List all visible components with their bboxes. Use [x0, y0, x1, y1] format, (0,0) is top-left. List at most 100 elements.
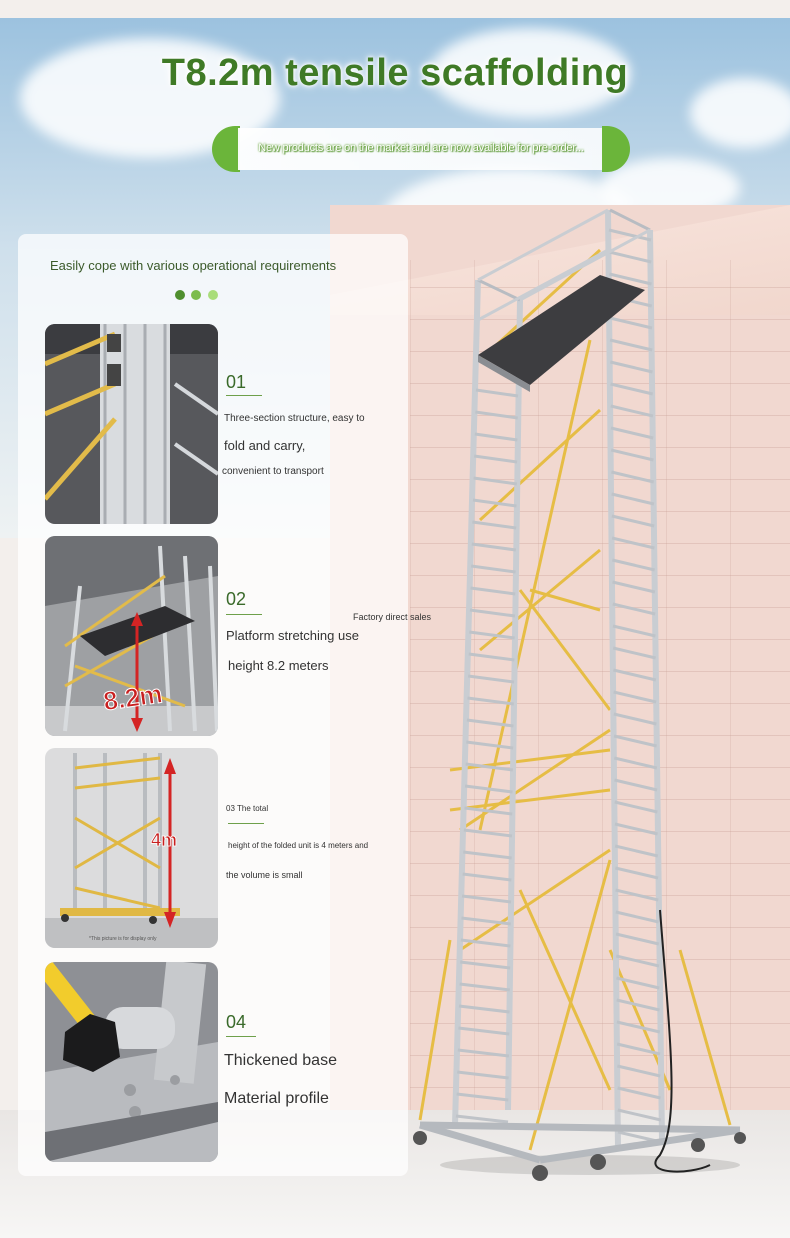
ladder-rung: [473, 476, 517, 486]
ladder-rung: [609, 316, 653, 330]
ladder-rung: [610, 404, 654, 418]
ladder-rung: [611, 492, 655, 506]
ladder-rung: [463, 828, 513, 838]
feature-01-line-2: fold and carry,: [224, 438, 306, 453]
feature-01-line-1: Three-section structure, easy to: [224, 413, 365, 424]
feature-02-number: 02: [226, 589, 247, 609]
ladder-rung: [473, 454, 518, 464]
ladder-rung: [616, 1020, 661, 1034]
ladder-rung: [616, 976, 660, 990]
ladder-rung: [615, 932, 660, 946]
ladder-rung: [463, 850, 512, 860]
feature-01-number: 01: [226, 372, 247, 392]
feature-04-line-1: Thickened base: [224, 1052, 337, 1069]
feature-01-underline: [226, 395, 262, 396]
ladder-rung: [471, 542, 517, 552]
ladder-rung: [612, 602, 656, 616]
ladder-rung: [461, 894, 512, 904]
ladder-rung: [616, 998, 660, 1012]
ladder-rung: [614, 844, 659, 858]
ladder-rung: [462, 872, 512, 882]
ladder-rung: [457, 1070, 509, 1080]
banner-body: [238, 128, 604, 170]
ladder-rung: [610, 426, 654, 440]
ladder-rung: [612, 646, 656, 660]
ladder-rung: [458, 1004, 510, 1014]
ladder-rung: [615, 910, 659, 924]
feature-02-line-2: height 8.2 meters: [228, 658, 329, 673]
ladder-rung: [466, 718, 514, 728]
feature-02-underline: [226, 614, 262, 615]
ladder-rung: [459, 982, 510, 992]
feature-04-underline: [226, 1036, 256, 1037]
ladder-rung: [467, 674, 515, 684]
ladder-rung: [613, 734, 657, 748]
feature-03-photo-caption: *This picture is for display only: [89, 936, 157, 942]
banner-text: New products are on the market and are n…: [258, 142, 584, 154]
feature-02-line-1: Platform stretching use: [226, 628, 359, 643]
feature-03-line-3: the volume is small: [226, 870, 303, 880]
ladder-rung: [609, 360, 653, 374]
ladder-rung: [613, 668, 657, 682]
ladder-rung: [615, 866, 659, 880]
feature-04-photo: [45, 962, 218, 1162]
dot-3: [207, 290, 218, 300]
feature-03-underline: [228, 823, 264, 824]
ladder-rung: [614, 778, 658, 792]
ladder-rung: [611, 558, 656, 572]
dot-2: [191, 290, 202, 300]
ladder-rung: [475, 388, 519, 398]
ladder-rung: [612, 624, 656, 638]
feature-04-line-2: Material profile: [224, 1090, 329, 1107]
ladder-rung: [617, 1108, 662, 1122]
ladder-rung: [615, 888, 659, 902]
ladder-rung: [466, 740, 514, 750]
ladder-rung: [612, 580, 656, 594]
ladder-rung: [608, 250, 652, 264]
ladder-rung: [456, 1092, 509, 1102]
ladder-rung: [609, 272, 652, 286]
ladder-rung: [608, 228, 652, 242]
ladder-rung: [470, 564, 516, 574]
scaffolding-tower-illustration: [413, 208, 746, 1181]
ladder-rung: [616, 1042, 661, 1056]
ladder-rung: [464, 806, 513, 816]
ladder-rung: [470, 586, 516, 596]
feature-03-line-1: 03 The total: [226, 804, 269, 813]
panel-heading: Easily cope with various operational req…: [50, 258, 337, 273]
feature-04-number: 04: [226, 1012, 247, 1032]
ladder-rung: [614, 822, 658, 836]
announcement-banner: New products are on the market and are n…: [212, 126, 630, 172]
ladder-rung: [457, 1048, 510, 1058]
ladder-rung: [615, 954, 660, 968]
ladder-rung: [469, 630, 515, 640]
ladder-rung: [609, 338, 653, 352]
ladder-rung: [611, 536, 655, 550]
ladder-rung: [617, 1086, 661, 1100]
ladder-rung: [613, 690, 657, 704]
factory-note: Factory direct sales: [353, 612, 432, 622]
feature-01-photo: [45, 324, 218, 524]
feature-03-photo: 4m *This picture is for display only: [45, 748, 218, 948]
ladder-rung: [617, 1064, 661, 1078]
ladder-rung: [613, 756, 658, 770]
ladder-rung: [472, 498, 517, 508]
ladder-rung: [458, 1026, 510, 1036]
ladder-rung: [611, 470, 655, 484]
feature-03-line-2: height of the folded unit is 4 meters an…: [228, 841, 369, 850]
ladder-rung: [469, 608, 516, 618]
feature-01-line-3: convenient to transport: [222, 466, 324, 477]
ladder-rung: [464, 784, 513, 794]
ladder-rung: [472, 520, 517, 530]
ladder-rung: [614, 800, 658, 814]
feature-03-photo-label: 4m: [151, 830, 177, 850]
page-title: T8.2m tensile scaffolding: [161, 52, 629, 94]
ladder-rung: [468, 652, 515, 662]
pagination-dots: [175, 287, 220, 305]
ladder-rung: [461, 916, 511, 926]
ladder-rung: [460, 938, 511, 948]
ladder-rung: [474, 432, 518, 442]
ladder-rung: [610, 448, 654, 462]
dot-1: [175, 290, 185, 300]
ladder-rung: [611, 514, 655, 528]
